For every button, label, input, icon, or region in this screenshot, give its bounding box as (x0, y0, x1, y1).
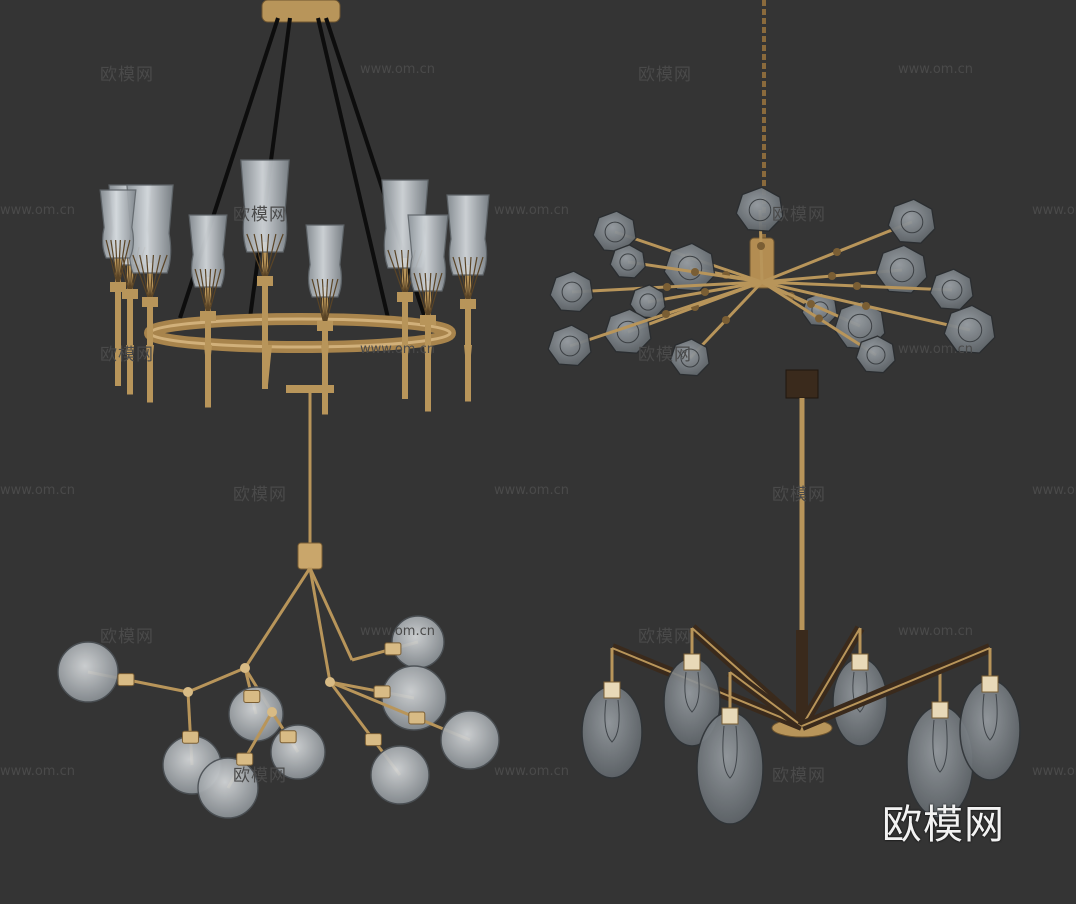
bubble-shade (228, 667, 284, 742)
watermark-url: www.om.cn (494, 764, 569, 779)
ring-finial (401, 345, 409, 385)
crystal-shade (549, 270, 763, 313)
crystal-shade (761, 268, 974, 311)
crystal-shade (761, 198, 936, 284)
candle-shade (240, 159, 290, 389)
watermark-url: www.om.cn (1032, 203, 1076, 218)
ring-finial (424, 345, 432, 385)
ring-finial (126, 345, 134, 385)
glass-pendant (800, 643, 1021, 781)
glass-pendant (696, 668, 805, 825)
watermark-url: www.om.cn (1032, 483, 1076, 498)
bubble-shade (57, 641, 189, 703)
glass-pendants (581, 624, 1021, 825)
bubble-shade (329, 665, 447, 731)
branch-crystal-chandelier (547, 0, 996, 377)
watermark-url: www.om.cn (0, 203, 75, 218)
watermark-text: 欧模网 (638, 345, 692, 365)
arm-joint (267, 707, 277, 717)
bubble-shade (270, 711, 326, 780)
brass-arm (243, 567, 312, 669)
watermark-url: www.om.cn (0, 764, 75, 779)
ring-finial (146, 345, 154, 385)
brass-arm (187, 666, 246, 694)
crystal-shade (547, 280, 763, 367)
candle-ring-chandelier (99, 0, 490, 415)
candle-shade (126, 184, 174, 403)
watermark-text: 欧模网 (638, 627, 692, 647)
ring-finial (264, 345, 272, 385)
watermark-url: www.om.cn (0, 483, 75, 498)
bubble-shade (197, 711, 274, 819)
watermark-text: 欧模网 (100, 345, 154, 365)
brand-watermark: 欧模网 (882, 802, 1005, 848)
watermark-url: www.om.cn (494, 203, 569, 218)
ceiling-cap (785, 369, 819, 399)
crystal-shade (629, 280, 763, 319)
watermark-text: 欧模网 (772, 205, 826, 225)
brass-arm (308, 567, 332, 683)
crystal-shade (761, 244, 928, 294)
hub (297, 542, 323, 570)
watermark-text: 欧模网 (100, 65, 154, 85)
arm-glass-pendant-chandelier (581, 369, 1021, 825)
watermark-url: www.om.cn (360, 62, 435, 77)
watermark-text: 欧模网 (233, 766, 287, 786)
crystal-shade (669, 280, 764, 377)
watermark-url: www.om.cn (360, 624, 435, 639)
bubble-arms (57, 567, 500, 819)
bubble-shade (329, 680, 500, 770)
ring-finial (321, 345, 329, 385)
ceiling-plate (286, 385, 334, 393)
arm-joint (183, 687, 193, 697)
crystal-shade (761, 280, 896, 374)
crystal-shade (761, 280, 996, 354)
watermark-text: 欧模网 (772, 766, 826, 786)
watermark-text: 欧模网 (100, 627, 154, 647)
crystal-shade (735, 186, 784, 283)
crystal-shade (663, 242, 763, 292)
candle-shades (99, 159, 490, 415)
watermark-url: www.om.cn (360, 342, 435, 357)
rod-sleeve (796, 630, 808, 720)
watermark-text: 欧模网 (638, 65, 692, 85)
ceiling-canopy (261, 0, 341, 23)
watermark-text: 欧模网 (233, 205, 287, 225)
crystal-shade (609, 244, 763, 284)
arm-joint (240, 663, 250, 673)
watermark-url: www.om.cn (1032, 764, 1076, 779)
watermark-url: www.om.cn (898, 62, 973, 77)
bubble-shade (328, 681, 430, 805)
candle-shade (99, 189, 137, 386)
watermark-text: 欧模网 (233, 485, 287, 505)
candle-shade (188, 214, 228, 408)
watermark-text: 欧模网 (772, 485, 826, 505)
ring-finial (204, 345, 212, 385)
watermark-url: www.om.cn (494, 483, 569, 498)
ring-finial (464, 345, 472, 385)
molecular-bubble-chandelier (57, 385, 500, 819)
crystal-branches (547, 186, 996, 377)
bubble-shade (351, 615, 445, 669)
watermark-url: www.om.cn (898, 624, 973, 639)
watermark-url: www.om.cn (898, 342, 973, 357)
brass-arm (308, 567, 354, 661)
arm-joint (325, 677, 335, 687)
